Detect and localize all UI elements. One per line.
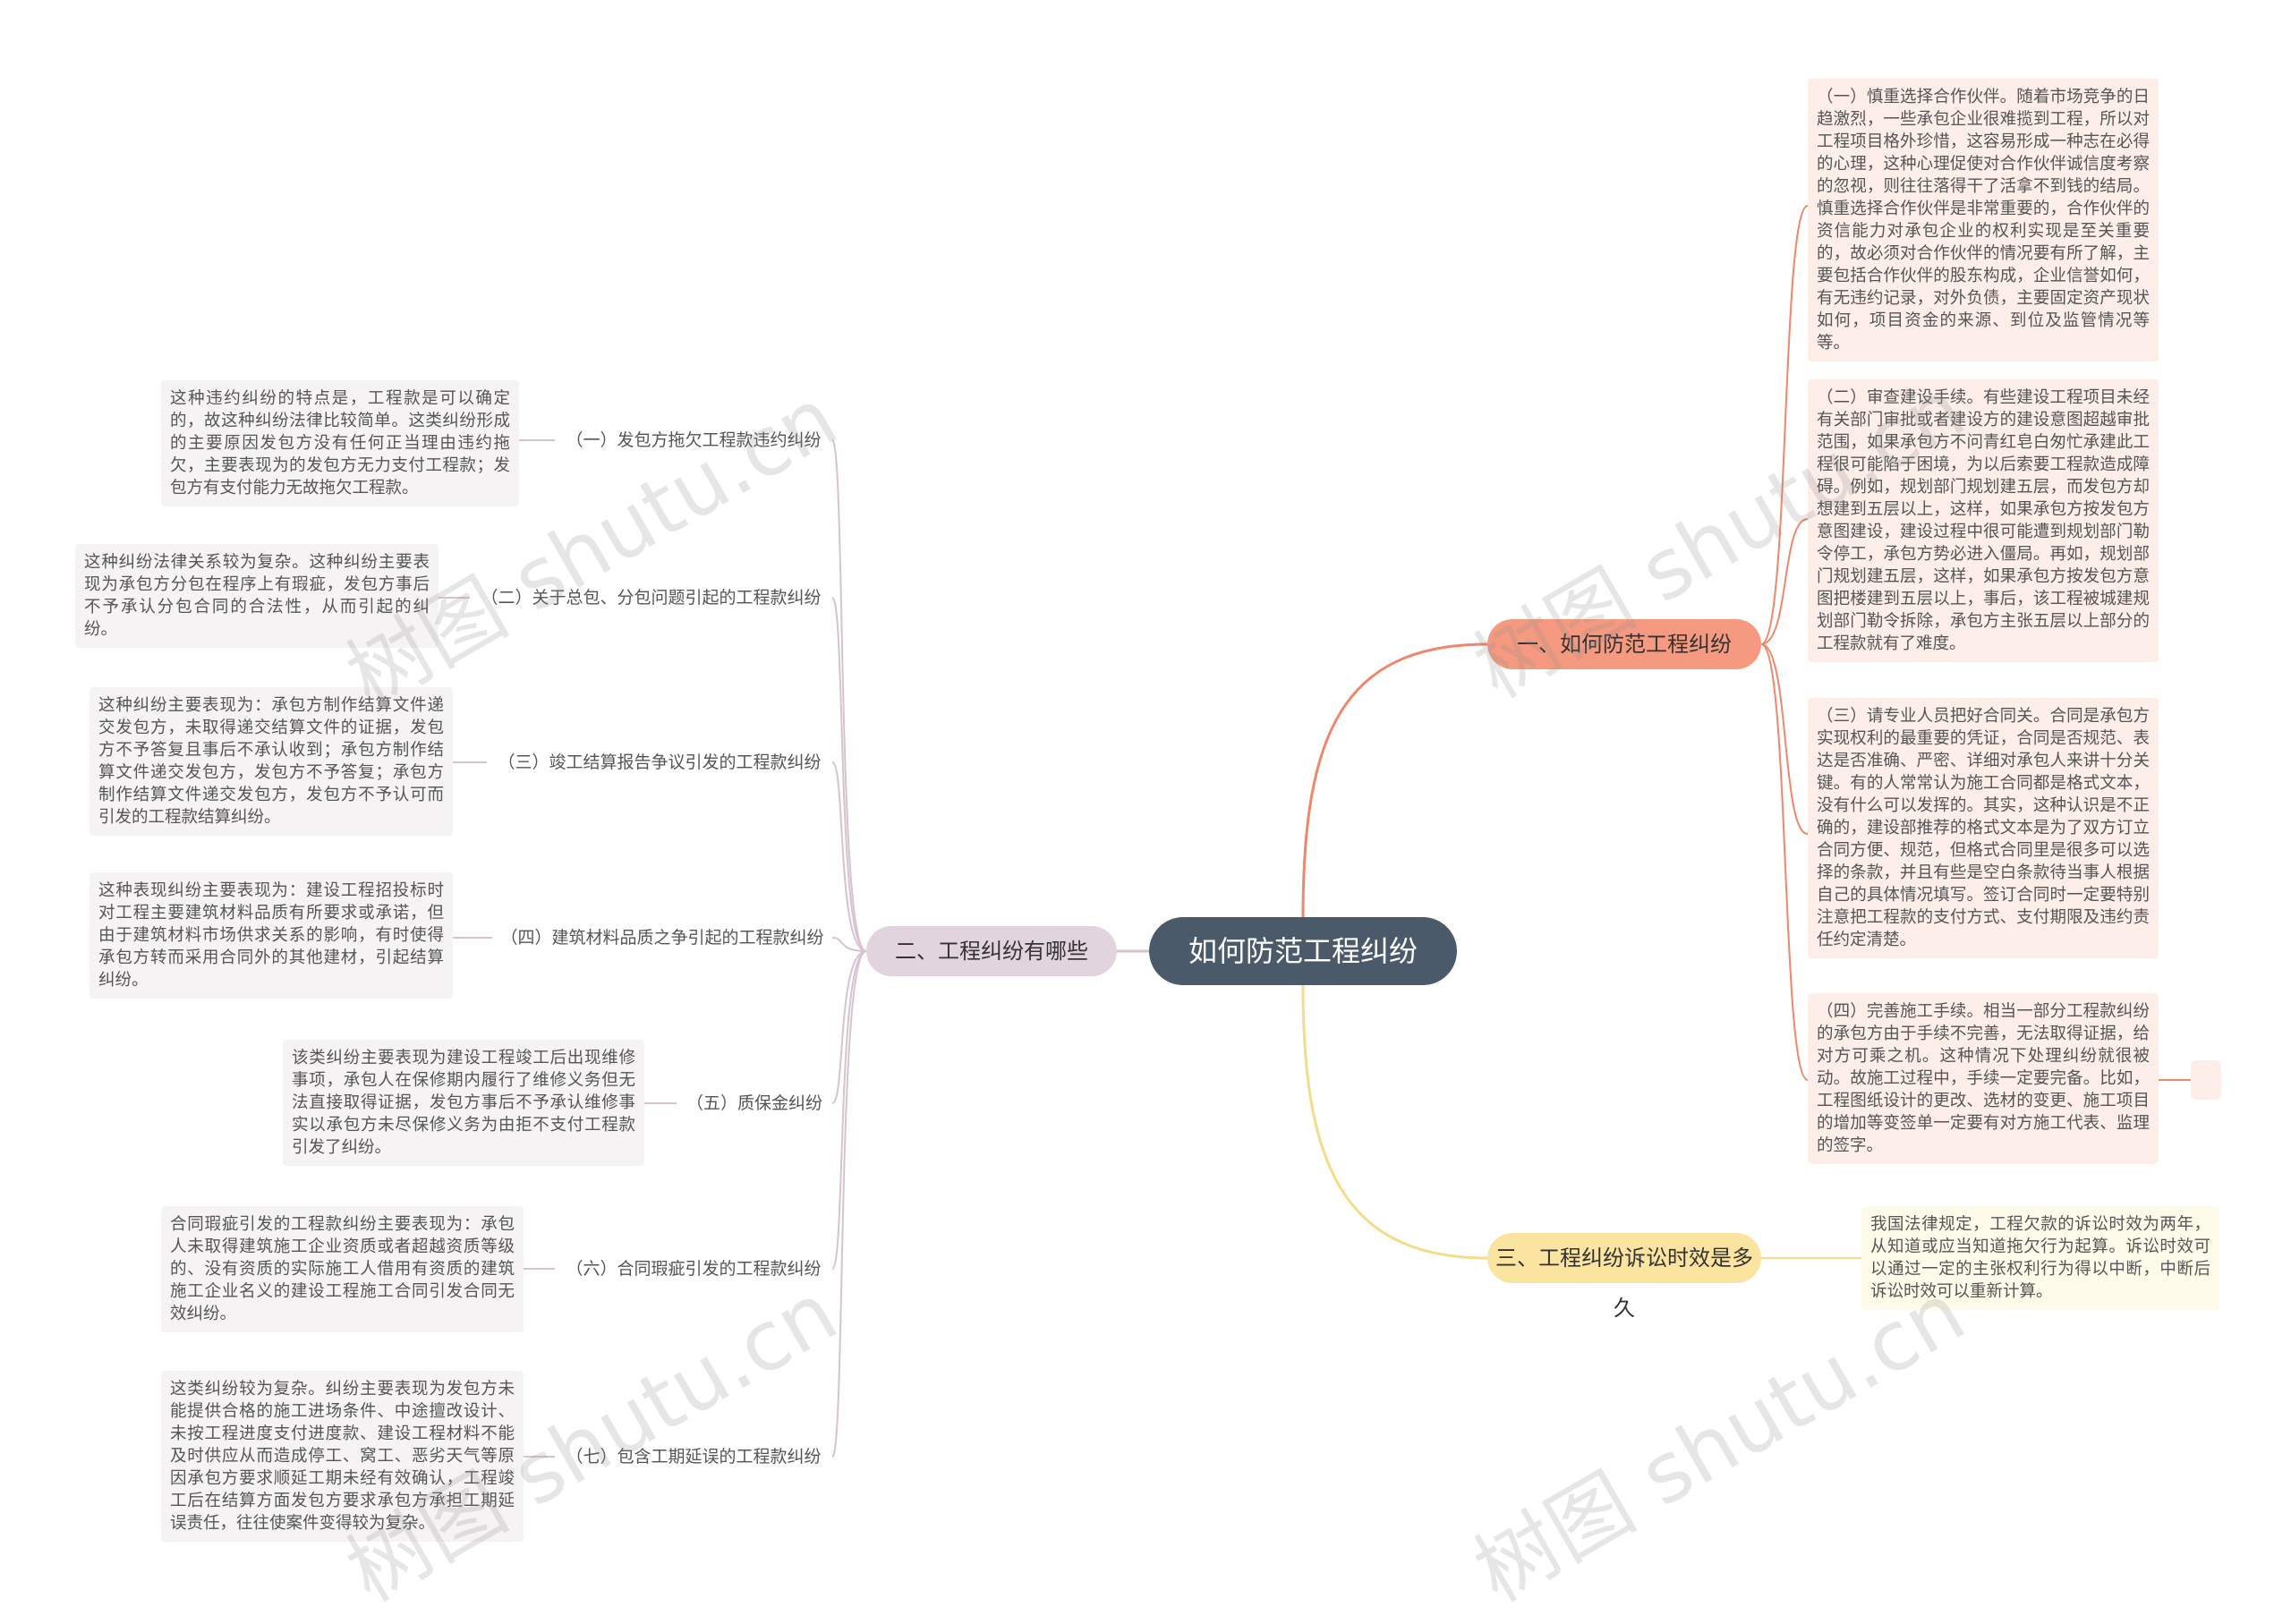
note-choose-partner[interactable]: （一）慎重选择合作伙伴。随着市场竞争的日趋激烈，一些承包企业很难揽到工程，所以对…	[1808, 79, 2159, 361]
note-contract-review[interactable]: （三）请专业人员把好合同关。合同是承包方实现权利的最重要的凭证，合同是否规范、表…	[1808, 698, 2159, 958]
sub-dispute-3[interactable]: （三）竣工结算报告争议引发的工程款纠纷	[487, 745, 832, 779]
central-topic[interactable]: 如何防范工程纠纷	[1149, 917, 1457, 985]
branch-limitation-period[interactable]: 三、工程纠纷诉讼时效是多久	[1487, 1233, 1761, 1321]
note-dispute-7[interactable]: 这类纠纷较为复杂。纠纷主要表现为发包方未能提供合格的施工进场条件、中途擅改设计、…	[161, 1371, 524, 1542]
sub-dispute-2[interactable]: （二）关于总包、分包问题引起的工程款纠纷	[470, 581, 832, 615]
sub-dispute-6[interactable]: （六）合同瑕疵引发的工程款纠纷	[555, 1252, 832, 1286]
note-dispute-4[interactable]: 这种表现纠纷主要表现为：建设工程招投标时对工程主要建筑材料品质有所要求或承诺，但…	[89, 872, 453, 999]
branch-prevent-disputes[interactable]: 一、如何防范工程纠纷	[1487, 619, 1761, 669]
sub-dispute-1[interactable]: （一）发包方拖欠工程款违约纠纷	[555, 423, 832, 457]
note-review-procedures[interactable]: （二）审查建设手续。有些建设工程项目未经有关部门审批或者建设方的建设意图超越审批…	[1808, 379, 2159, 662]
sub-dispute-7[interactable]: （七）包含工期延误的工程款纠纷	[555, 1440, 832, 1474]
note-dispute-1[interactable]: 这种违约纠纷的特点是，工程款是可以确定的，故这种纠纷法律比较简单。这类纠纷形成的…	[161, 380, 519, 506]
note-limitation[interactable]: 我国法律规定，工程欠款的诉讼时效为两年，从知道或应当知道拖欠行为起算。诉讼时效可…	[1861, 1206, 2219, 1310]
branch-dispute-types[interactable]: 二、工程纠纷有哪些	[866, 926, 1117, 976]
note-dispute-3[interactable]: 这种纠纷主要表现为：承包方制作结算文件递交发包方，未取得递交结算文件的证据，发包…	[89, 687, 453, 836]
collapsed-child-node[interactable]	[2191, 1060, 2221, 1100]
note-dispute-2[interactable]: 这种纠纷法律关系较为复杂。这种纠纷主要表现为承包方分包在程序上有瑕疵，发包方事后…	[75, 544, 439, 648]
note-dispute-5[interactable]: 该类纠纷主要表现为建设工程竣工后出现维修事项，承包人在保修期内履行了维修义务但无…	[283, 1040, 644, 1166]
note-construction-procedures[interactable]: （四）完善施工手续。相当一部分工程款纠纷的承包方由于手续不完善，无法取得证据，给…	[1808, 993, 2159, 1164]
note-dispute-6[interactable]: 合同瑕疵引发的工程款纠纷主要表现为：承包人未取得建筑施工企业资质或者超越资质等级…	[161, 1206, 524, 1332]
sub-dispute-5[interactable]: （五）质保金纠纷	[677, 1086, 832, 1120]
sub-dispute-4[interactable]: （四）建筑材料品质之争引起的工程款纠纷	[492, 921, 832, 955]
